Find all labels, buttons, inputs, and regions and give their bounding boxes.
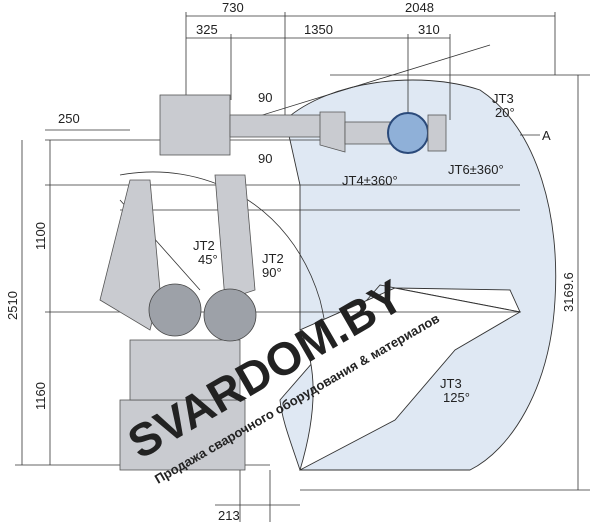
inner-envelope-cut: [299, 287, 522, 471]
dim-310: 310: [418, 22, 440, 37]
wrist-joint: [387, 112, 429, 154]
robot-base: [119, 399, 246, 471]
view-a-label: A: [542, 128, 551, 143]
forearm-flange: [319, 111, 346, 153]
jt3-top-angle: 20°: [495, 105, 515, 120]
jt3-bottom-angle: 125°: [443, 390, 470, 405]
tool-flange: [427, 114, 447, 152]
dim-2048: 2048: [405, 0, 434, 15]
dim-3169-6: 3169.6: [561, 272, 576, 312]
jt3-limit-line: [229, 44, 491, 126]
upper-arm-housing: [159, 94, 231, 156]
lower-arm: [214, 174, 256, 301]
jt4-label: JT4±360°: [342, 173, 398, 188]
jt2-right-angle: 90°: [262, 265, 282, 280]
forearm: [229, 114, 326, 138]
dim-1100: 1100: [33, 222, 48, 250]
jt3-top-name: JT3: [492, 91, 514, 106]
robot: [99, 94, 447, 471]
dim-213: 213: [218, 508, 240, 523]
jt6-label: JT6±360°: [448, 162, 504, 177]
dim-730: 730: [222, 0, 244, 15]
dim-2510: 2510: [5, 291, 20, 320]
dim-250: 250: [58, 111, 80, 126]
wrist-shaft: [344, 121, 391, 145]
jt2-left-angle: 45°: [198, 252, 218, 267]
jt2-left-name: JT2: [193, 238, 215, 253]
jt2-motor: [148, 283, 202, 337]
jt3-motor: [203, 288, 257, 342]
jt2-right-name: JT2: [262, 251, 284, 266]
dim-1350: 1350: [304, 22, 333, 37]
jt3-bottom-name: JT3: [440, 376, 462, 391]
dim-90-upper: 90: [258, 90, 272, 105]
dim-325: 325: [196, 22, 218, 37]
counterbalance-arm: [99, 179, 161, 331]
dim-90-lower: 90: [258, 151, 272, 166]
robot-turntable: [129, 339, 241, 401]
dim-1160: 1160: [33, 382, 48, 410]
